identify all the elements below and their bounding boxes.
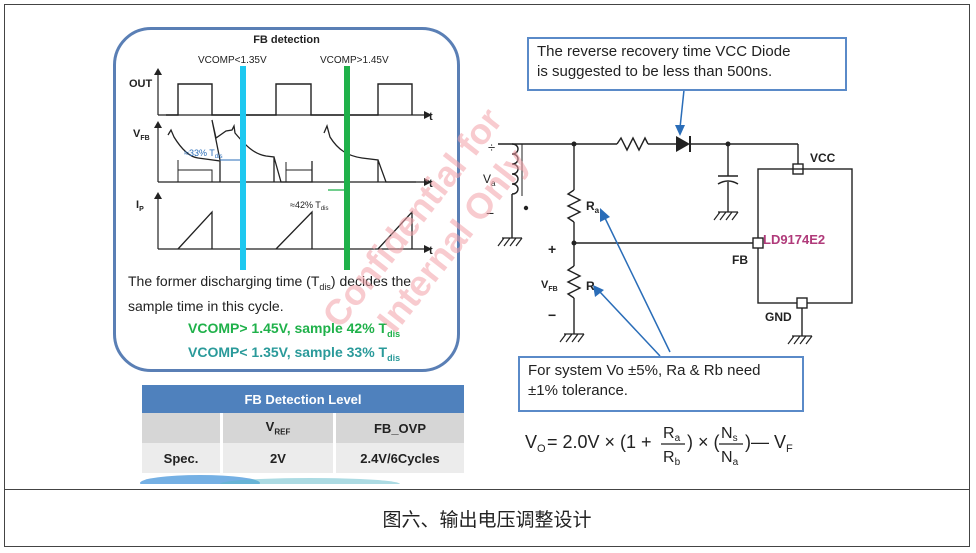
- table-header-vref: VREF: [223, 413, 333, 443]
- vfb-t-arrow: [424, 178, 432, 186]
- table-cell-vref: 2V: [223, 443, 333, 473]
- fb-detection-title: FB detection: [253, 34, 320, 46]
- diode-callout-line1: The reverse recovery time VCC Diode: [537, 43, 791, 60]
- tolerance-callout: For system Vo ±5%, Ra & Rb need ±1% tole…: [518, 356, 804, 412]
- table-bottom-decoration: [140, 475, 400, 484]
- va-minus-sign: −: [486, 205, 494, 221]
- vfb-plateau-2: [285, 162, 312, 182]
- table-cell-fbovp: 2.4V/6Cycles: [336, 443, 464, 473]
- series-resistor: [616, 136, 649, 152]
- axis-label-t-ip: t: [429, 245, 433, 257]
- axis-label-t-vfb: t: [429, 178, 433, 190]
- ground-chip: [787, 335, 813, 345]
- vcomp-low-rule: VCOMP< 1.35V, sample 33% Tdis: [188, 344, 401, 363]
- fb-detection-level-table: FB Detection Level VREF FB_OVP Spec. 2V …: [142, 385, 464, 473]
- resistor-rb: [566, 265, 582, 299]
- cyan-sample-marker: [240, 66, 246, 270]
- annot-33-tdis: ≈33% Tdis: [184, 148, 222, 160]
- vfb-plateau-1: [177, 160, 213, 182]
- winding-dot: [523, 205, 529, 211]
- fb-detection-panel: FB detection VCOMP<1.35V VCOMP>1.45V OUT…: [113, 27, 460, 372]
- tolerance-callout-line1: For system Vo ±5%, Ra & Rb need: [528, 362, 761, 379]
- vfb-axis-arrow: [154, 121, 162, 128]
- formula-mid: ) × (: [687, 432, 720, 452]
- vcomp-high-rule: VCOMP> 1.45V, sample 42% Tdis: [188, 320, 401, 339]
- formula-rb: Rb: [663, 449, 681, 468]
- output-voltage-formula: VO = 2.0V × (1 + Ra Rb ) × ( Ns Na )— VF: [525, 425, 793, 468]
- cap-plate-2: [717, 180, 739, 185]
- circuit-schematic: ÷ Va − VCC LD9174E2 FB GND Ra + Rb VFB −: [483, 89, 853, 357]
- vcc-diode: [676, 136, 690, 152]
- formula-ra: Ra: [663, 425, 681, 444]
- callout-arrowhead-rb: [593, 285, 604, 297]
- ip-t-arrow: [424, 245, 432, 253]
- formula-na: Na: [721, 449, 739, 468]
- label-gnd: GND: [765, 310, 792, 324]
- formula-lhs: VO: [525, 432, 546, 455]
- ground-winding: [497, 237, 523, 247]
- formula-ns: Ns: [721, 425, 738, 444]
- label-vfb-circuit: VFB: [541, 279, 558, 293]
- diode-callout-line2: is suggested to be less than 500ns.: [537, 63, 773, 80]
- table-corner-cell: [142, 413, 220, 443]
- out-t-arrow: [424, 111, 432, 119]
- label-va: Va: [483, 172, 496, 188]
- table-row-label: Spec.: [142, 443, 220, 473]
- diode-callout: The reverse recovery time VCC Diode is s…: [527, 37, 847, 91]
- label-vcomp-low: VCOMP<1.35V: [198, 55, 267, 66]
- formula-eq: = 2.0V × (1 +: [547, 432, 652, 452]
- gnd-pin: [796, 297, 808, 309]
- ip-axis-arrow: [154, 192, 162, 199]
- ip-sawtooth: [177, 210, 413, 250]
- vfb-plus-sign: +: [548, 241, 556, 257]
- label-vcomp-high: VCOMP>1.45V: [320, 55, 389, 66]
- axis-label-t-out: t: [429, 111, 433, 123]
- callout-arrow-ra: [603, 215, 671, 353]
- annot-42-tdis: ≈42% Tdis: [290, 200, 328, 212]
- formula-tail: )— VF: [745, 432, 793, 455]
- out-pulse-wave: [166, 83, 413, 116]
- resistor-ra: [566, 189, 582, 223]
- label-ra: Ra: [586, 199, 600, 215]
- callout-arrowhead-ra: [600, 208, 610, 222]
- axis-label-vfb: VFB: [133, 128, 150, 142]
- fb-pin: [752, 237, 764, 249]
- va-plus-sign: ÷: [488, 140, 495, 155]
- chip-name: LD9174E2: [763, 232, 825, 247]
- axis-label-out: OUT: [129, 78, 153, 90]
- fb-waveform-diagram: VCOMP<1.35V VCOMP>1.45V OUT t VFB t ≈33%…: [129, 55, 433, 270]
- callout-arrow-rb: [599, 291, 661, 357]
- callout-arrowhead-diode: [675, 125, 685, 136]
- ground-cap: [713, 211, 739, 221]
- figure-caption: 图六、输出电压调整设计: [4, 489, 970, 547]
- green-sample-marker: [344, 66, 350, 270]
- out-axis-arrow: [154, 68, 162, 75]
- callout-arrow-diode: [679, 89, 685, 129]
- label-fb: FB: [732, 253, 748, 267]
- axis-label-ip: IP: [136, 199, 144, 213]
- fb-description: The former discharging time (Tdis) decid…: [128, 273, 412, 314]
- label-vcc: VCC: [810, 151, 836, 165]
- table-header-fbovp: FB_OVP: [336, 413, 464, 443]
- aux-winding: [511, 143, 519, 195]
- vfb-minus-sign: −: [548, 307, 556, 323]
- table-title: FB Detection Level: [142, 385, 464, 413]
- tolerance-callout-line2: ±1% tolerance.: [528, 382, 628, 399]
- ground-rb: [559, 333, 585, 343]
